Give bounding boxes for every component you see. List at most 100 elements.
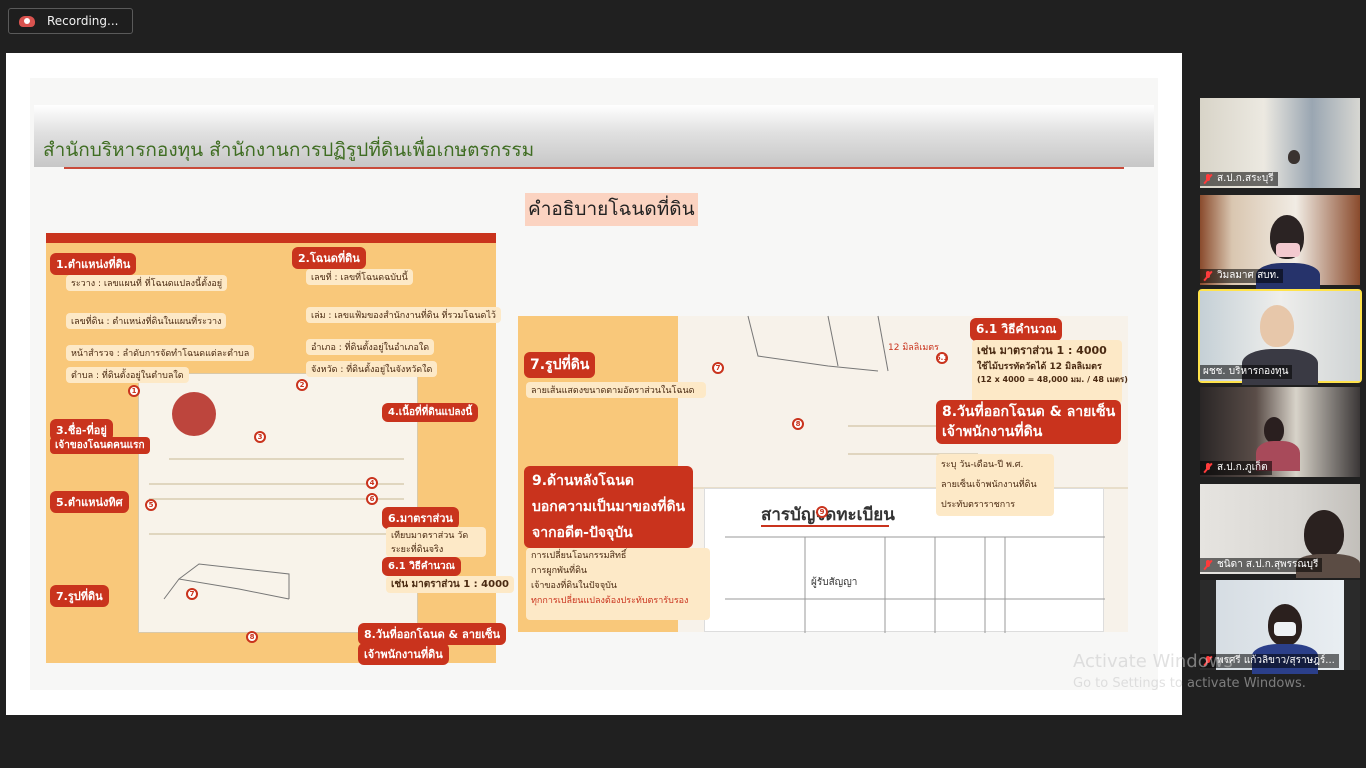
note-3: เจ้าของโฉนดคนแรก — [50, 437, 150, 454]
scale-label: 12 มิลลิเมตร — [888, 343, 939, 353]
recording-indicator[interactable]: Recording... — [8, 8, 133, 34]
marker-61: 6.1 — [935, 352, 949, 364]
issue-date-items: ระบุ วัน-เดือน-ปี พ.ศ. ลายเซ็นเจ้าพนักงา… — [936, 454, 1054, 516]
calc-formula: (12 x 4000 = 48,000 มม. / 48 เมตร) — [977, 375, 1128, 384]
marker-8: 8 — [246, 631, 258, 643]
note-1d: ตำบล : ที่ดินตั้งอยู่ในตำบลใด — [66, 367, 189, 383]
participant-name: ชนิดา ส.ป.ก.สุพรรณบุรี — [1217, 559, 1319, 570]
presentation-slide: สำนักบริหารกองทุน สำนักงานการปฏิรูปที่ดิ… — [30, 78, 1158, 690]
participant-name: วิมลมาศ สบท. — [1217, 270, 1280, 281]
header-divider — [64, 167, 1124, 169]
slide-header-title: สำนักบริหารกองทุน สำนักงานการปฏิรูปที่ดิ… — [43, 139, 535, 161]
calc-box: เช่น มาตราส่วน 1 : 4000 ใช้ไม้บรรทัดวัดไ… — [972, 340, 1128, 404]
issue-date-line1: 8.วันที่ออกโฉนด & ลายเซ็น — [942, 404, 1116, 420]
person-silhouette — [1288, 150, 1300, 164]
marker-9: 9 — [816, 506, 828, 518]
marker-7-right: 7 — [712, 362, 724, 374]
slide-subtitle: คำอธิบายโฉนดที่ดิน — [525, 193, 698, 226]
participant-name-bar: ชนิดา ส.ป.ก.สุพรรณบุรี — [1200, 558, 1323, 572]
callout-land-shape-right: 7.รูปที่ดิน — [524, 352, 596, 378]
callout-issue-date-right: 8.วันที่ออกโฉนด & ลายเซ็น เจ้าพนักงานที่… — [936, 400, 1122, 444]
person-silhouette — [1260, 305, 1294, 347]
deed-infographic-right: 12 มิลลิเมตร สารบัญจดทะเบียน ผู้รับสัญญา… — [518, 315, 1128, 633]
note-6: เทียบมาตราส่วน วัดระยะที่ดินจริง — [386, 527, 486, 557]
note-8: เจ้าพนักงานที่ดิน — [358, 643, 449, 665]
shared-screen: สำนักบริหารกองทุน สำนักงานการปฏิรูปที่ดิ… — [6, 53, 1182, 715]
callout-issue-date: 8.วันที่ออกโฉนด & ลายเซ็น — [358, 623, 507, 645]
note-2d: จังหวัด : ที่ดินตั้งอยู่ในจังหวัดใด — [306, 361, 438, 377]
note-61: เช่น มาตราส่วน 1 : 4000 — [386, 576, 514, 593]
note-1a: ระวาง : เลขแผนที่ ที่โฉนดแปลงนี้ตั้งอยู่ — [66, 275, 228, 291]
callout-direction: 5.ตำแหน่งทิศ — [50, 491, 129, 513]
marker-1: 1 — [128, 385, 140, 397]
back-item-note: ทุกการเปลี่ยนแปลงต้องประทับตรารับรอง — [531, 596, 689, 606]
back-item-3: เจ้าของที่ดินในปัจจุบัน — [531, 581, 617, 591]
callout-calc-right: 6.1 วิธีคำนวณ — [970, 318, 1063, 341]
marker-2: 2 — [296, 379, 308, 391]
note-2b: เล่ม : เลขแฟ้มของสำนักงานที่ดิน ที่รวมโฉ… — [306, 307, 501, 323]
marker-4: 4 — [366, 477, 378, 489]
marker-7: 7 — [186, 588, 198, 600]
note-2a: เลขที่ : เลขที่โฉนดฉบับนี้ — [306, 269, 413, 285]
calc-sub: ใช้ไม้บรรทัดวัดได้ 12 มิลลิเมตร — [977, 362, 1102, 372]
participant-tile[interactable]: ชนิดา ส.ป.ก.สุพรรณบุรี — [1200, 484, 1360, 578]
registry-grid — [725, 536, 1105, 633]
participant-name-bar: พรศรี แก้วลิขาว/สุราษฎร์... — [1200, 654, 1339, 668]
top-banner — [46, 233, 496, 243]
deed-infographic-left: 1.ตำแหน่งที่ดิน ระวาง : เลขแผนที่ ที่โฉน… — [46, 233, 514, 665]
mic-muted-icon — [1203, 560, 1213, 570]
deed-lines-graphic — [149, 392, 404, 600]
participant-name-bar: ผชช. บริหารกองทุน — [1200, 365, 1293, 379]
back-item-2: การผูกพันที่ดิน — [531, 566, 588, 576]
participant-tile[interactable]: ส.ป.ก.สระบุรี — [1200, 98, 1360, 188]
participant-name-bar: วิมลมาศ สบท. — [1200, 269, 1284, 283]
callout-land-position: 1.ตำแหน่งที่ดิน — [50, 253, 137, 275]
mic-muted-icon — [1203, 271, 1213, 281]
issue-date-line2: เจ้าพนักงานที่ดิน — [942, 424, 1043, 440]
participant-name-bar: ส.ป.ก.สระบุรี — [1200, 172, 1278, 186]
participant-tile[interactable]: พรศรี แก้วลิขาว/สุราษฎร์... — [1200, 580, 1360, 674]
note-1c: หน้าสำรวจ : ลำดับการจัดทำโฉนดแต่ละตำบล — [66, 345, 255, 361]
participant-name: ส.ป.ก.สระบุรี — [1217, 173, 1274, 184]
back-of-deed-line2: บอกความเป็นมาของที่ดิน — [532, 499, 686, 515]
back-of-deed-line1: 9.ด้านหลังโฉนด — [532, 473, 634, 489]
participant-tile-active-speaker[interactable]: ผชช. บริหารกองทุน — [1198, 289, 1362, 385]
back-of-deed-line3: จากอดีต-ปัจจุบัน — [532, 525, 633, 541]
person-silhouette — [1304, 510, 1344, 558]
marker-8-right: 8 — [792, 418, 804, 430]
registry-title: สารบัญจดทะเบียน — [761, 505, 895, 525]
note-1b: เลขที่ดิน : ตำแหน่งที่ดินในแผนที่ระวาง — [66, 313, 227, 329]
issue-item-1: ระบุ วัน-เดือน-ปี พ.ศ. — [941, 460, 1024, 470]
registry-underline — [761, 525, 889, 527]
calc-text: เช่น มาตราส่วน 1 : 4000 — [977, 344, 1107, 357]
participant-name: ผชช. บริหารกองทุน — [1203, 366, 1289, 377]
registry-col-recipient: ผู้รับสัญญา — [811, 577, 858, 588]
watermark-title: Activate Windows — [1073, 651, 1233, 672]
callout-land-shape: 7.รูปที่ดิน — [50, 585, 109, 607]
face-mask — [1274, 622, 1296, 636]
callout-back-of-deed: 9.ด้านหลังโฉนด บอกความเป็นมาของที่ดิน จา… — [524, 466, 694, 548]
watermark-subtitle: Go to Settings to activate Windows. — [1073, 676, 1306, 691]
back-item-1: การเปลี่ยนโอนกรรมสิทธิ์ — [531, 551, 627, 561]
note-2c: อำเภอ : ที่ดินตั้งอยู่ในอำเภอใด — [306, 339, 435, 355]
marker-6: 6 — [366, 493, 378, 505]
callout-scale: 6.มาตราส่วน — [382, 507, 459, 529]
callout-title-deed: 2.โฉนดที่ดิน — [292, 247, 366, 269]
face-mask — [1276, 243, 1300, 257]
land-shape-desc: ลายเส้นแสดงขนาดตามอัตราส่วนในโฉนด — [526, 382, 706, 398]
record-cloud-icon — [19, 15, 35, 27]
mic-muted-icon — [1203, 656, 1213, 666]
person-silhouette — [1264, 417, 1284, 443]
callout-calc: 6.1 วิธีคำนวณ — [382, 557, 461, 576]
callout-area: 4.เนื้อที่ที่ดินแปลงนี้ — [382, 403, 479, 422]
participant-tile[interactable]: ส.ป.ก.ภูเก็ต — [1200, 387, 1360, 477]
marker-5: 5 — [145, 499, 157, 511]
mic-muted-icon — [1203, 463, 1213, 473]
participant-name: พรศรี แก้วลิขาว/สุราษฎร์... — [1217, 655, 1335, 666]
recording-label: Recording... — [47, 14, 119, 28]
back-of-deed-items: การเปลี่ยนโอนกรรมสิทธิ์ การผูกพันที่ดิน … — [526, 548, 710, 620]
slide-header: สำนักบริหารกองทุน สำนักงานการปฏิรูปที่ดิ… — [34, 105, 1154, 167]
participant-tile[interactable]: วิมลมาศ สบท. — [1200, 195, 1360, 293]
participant-name-bar: ส.ป.ก.ภูเก็ต — [1200, 461, 1272, 475]
issue-item-2: ลายเซ็นเจ้าพนักงานที่ดิน — [941, 480, 1037, 490]
